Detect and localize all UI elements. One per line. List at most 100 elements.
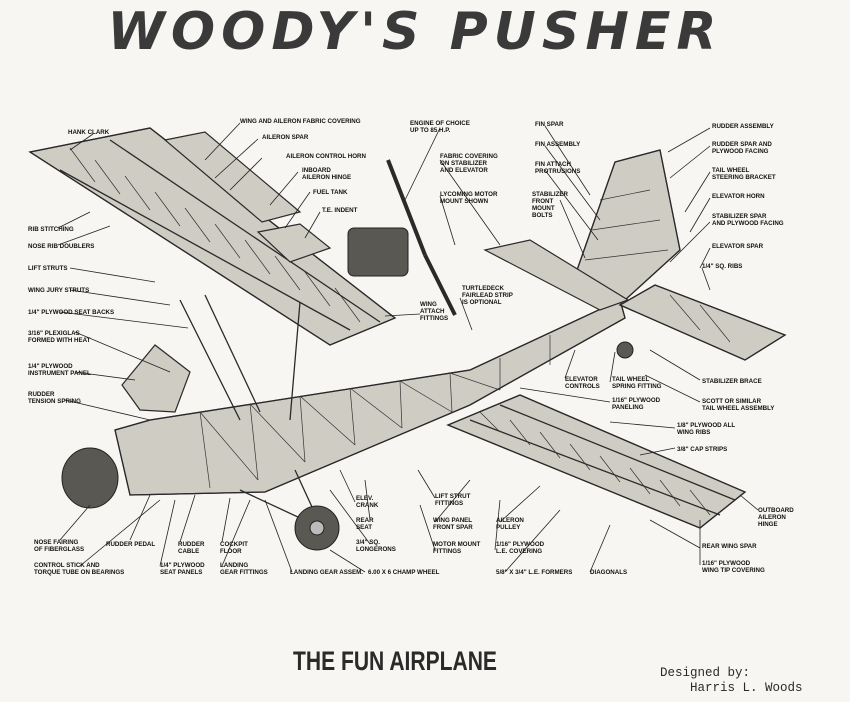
label-fin-assembly: FIN ASSEMBLY <box>535 141 581 148</box>
label-rear-wing-spar: REAR WING SPAR <box>702 543 757 550</box>
fuselage <box>61 294 626 509</box>
label-aileron-pulley-1: AILERON <box>496 517 524 524</box>
label-sq-ribs: 1/4" SQ. RIBS <box>702 263 742 270</box>
label-landing-gear: LANDING GEAR ASSEM. <box>290 569 363 576</box>
label-seat-panels-2: SEAT PANELS <box>160 569 202 576</box>
left-wing <box>28 127 397 346</box>
right-wing <box>446 394 747 529</box>
label-plexiglas-2: FORMED WITH HEAT <box>28 337 91 344</box>
label-scott-2: TAIL WHEEL ASSEMBLY <box>702 405 775 412</box>
label-instrument-1: 1/4" PLYWOOD <box>28 363 73 370</box>
label-longerons-2: LONGERONS <box>356 546 396 553</box>
label-elevator-horn: ELEVATOR HORN <box>712 193 765 200</box>
label-wing-fabric: WING AND AILERON FABRIC COVERING <box>240 118 361 125</box>
label-instrument-2: INSTRUMENT PANEL <box>28 370 91 377</box>
label-stab-bolts-4: BOLTS <box>532 212 553 219</box>
leader-lines <box>57 122 759 573</box>
label-outboard-3: HINGE <box>758 521 778 528</box>
label-cockpit-floor-2: FLOOR <box>220 548 242 555</box>
label-rudder-pedal: RUDDER PEDAL <box>106 541 155 548</box>
label-seat-panels-1: 1/4" PLYWOOD <box>160 562 205 569</box>
label-aileron-spar: AILERON SPAR <box>262 134 309 141</box>
label-rudder-cable-1: RUDDER <box>178 541 205 548</box>
label-paneling-2: PANELING <box>612 404 644 411</box>
label-motor-mount-1: MOTOR MOUNT <box>433 541 481 548</box>
label-champ-wheel: 6.00 X 6 CHAMP WHEEL <box>368 569 440 576</box>
label-turtledeck-2: FAIRLEAD STRIP <box>462 292 513 299</box>
label-cockpit-floor-1: COCKPIT <box>220 541 248 548</box>
label-wing-attach-1: WING <box>420 301 437 308</box>
label-control-stick-2: TORQUE TUBE ON BEARINGS <box>34 569 124 576</box>
label-jury-struts: WING JURY STRUTS <box>28 287 89 294</box>
label-lift-strut-fittings-1: LIFT STRUT <box>435 493 471 500</box>
tail-assembly <box>483 149 787 361</box>
label-elevator-controls-2: CONTROLS <box>565 383 600 390</box>
label-lycoming-1: LYCOMING MOTOR <box>440 191 498 198</box>
label-rudder-cable-2: CABLE <box>178 548 199 555</box>
label-fin-spar: FIN SPAR <box>535 121 564 128</box>
label-elevator-controls-1: ELEVATOR <box>565 376 598 383</box>
label-tail-steering-2: STEERING BRACKET <box>712 174 776 181</box>
landing-gear <box>239 469 340 551</box>
label-nose-fairing-2: OF FIBERGLASS <box>34 546 84 553</box>
label-wing-tip-2: WING TIP COVERING <box>702 567 765 574</box>
label-front-spar-1: WING PANEL <box>433 517 472 524</box>
label-aileron-pulley-2: PULLEY <box>496 524 521 531</box>
engine-and-propeller <box>347 159 457 316</box>
label-lift-struts: LIFT STRUTS <box>28 265 68 272</box>
label-fin-attach-1: FIN ATTACH <box>535 161 572 168</box>
credit-line-1: Designed by: <box>660 666 751 680</box>
label-front-spar-2: FRONT SPAR <box>433 524 473 531</box>
label-elevator-spar: ELEVATOR SPAR <box>712 243 764 250</box>
designer-credit: Designed by: Harris L. Woods <box>660 666 840 696</box>
label-rear-seat-1: REAR <box>356 517 374 524</box>
label-fuel-tank: FUEL TANK <box>313 189 348 196</box>
label-outboard-2: AILERON <box>758 514 786 521</box>
label-le-formers: 5/8" X 3/4" L.E. FORMERS <box>496 569 572 576</box>
label-nose-fairing-1: NOSE FAIRING <box>34 539 79 546</box>
label-inboard-1: INBOARD <box>302 167 331 174</box>
label-motor-mount-2: FITTINGS <box>433 548 461 555</box>
label-fabric-stab-1: FABRIC COVERING <box>440 153 498 160</box>
label-stab-bolts-2: FRONT <box>532 198 554 205</box>
label-rudder-assembly: RUDDER ASSEMBLY <box>712 123 775 130</box>
label-stab-bolts-1: STABILIZER <box>532 191 569 198</box>
label-turtledeck-1: TURTLEDECK <box>462 285 504 292</box>
label-nose-rib: NOSE RIB DOUBLERS <box>28 243 94 250</box>
label-fabric-stab-2: ON STABILIZER <box>440 160 488 167</box>
label-le-covering-2: L.E. COVERING <box>496 548 542 555</box>
label-rudder-tension-2: TENSION SPRING <box>28 398 81 405</box>
label-le-covering-1: 1/16" PLYWOOD <box>496 541 545 548</box>
diagram-subtitle: THE FUN AIRPLANE <box>293 646 497 676</box>
label-diagonals: DIAGONALS <box>590 569 627 576</box>
label-rudder-tension-1: RUDDER <box>28 391 55 398</box>
diagram-labels: WING AND AILERON FABRIC COVERING HANK CL… <box>28 118 794 576</box>
label-control-stick-1: CONTROL STICK AND <box>34 562 100 569</box>
label-elev-crank-1: ELEV. <box>356 495 374 502</box>
credit-line-2: Harris L. Woods <box>690 681 803 695</box>
label-elev-crank-2: CRANK <box>356 502 379 509</box>
label-hank-clark: HANK CLARK <box>68 129 110 136</box>
label-paneling-1: 1/16" PLYWOOD <box>612 397 661 404</box>
label-rudder-spar-2: PLYWOOD FACING <box>712 148 769 155</box>
label-wing-attach-2: ATTACH <box>420 308 445 315</box>
label-rudder-spar-1: RUDDER SPAR AND <box>712 141 772 148</box>
label-rear-seat-2: SEAT <box>356 524 372 531</box>
label-stab-bolts-3: MOUNT <box>532 205 555 212</box>
label-longerons-1: 3/4" SQ. <box>356 539 380 546</box>
label-aileron-horn: AILERON CONTROL HORN <box>286 153 367 160</box>
label-tail-spring-1: TAIL WHEEL <box>612 376 649 383</box>
label-tail-spring-2: SPRING FITTING <box>612 383 662 390</box>
label-wing-tip-1: 1/16" PLYWOOD <box>702 560 751 567</box>
label-wing-attach-3: FITTINGS <box>420 315 448 322</box>
label-wing-ribs-2: WING RIBS <box>677 429 710 436</box>
diagram-title: WOODY'S PUSHER <box>107 2 723 62</box>
label-stab-brace: STABILIZER BRACE <box>702 378 762 385</box>
label-lycoming-2: MOUNT SHOWN <box>440 198 489 205</box>
label-engine-1: ENGINE OF CHOICE <box>410 120 470 127</box>
label-gear-fittings-1: LANDING <box>220 562 248 569</box>
label-rib-stitching: RIB STITCHING <box>28 226 74 233</box>
label-stab-spar-1: STABILIZER SPAR <box>712 213 767 220</box>
label-outboard-1: OUTBOARD <box>758 507 794 514</box>
